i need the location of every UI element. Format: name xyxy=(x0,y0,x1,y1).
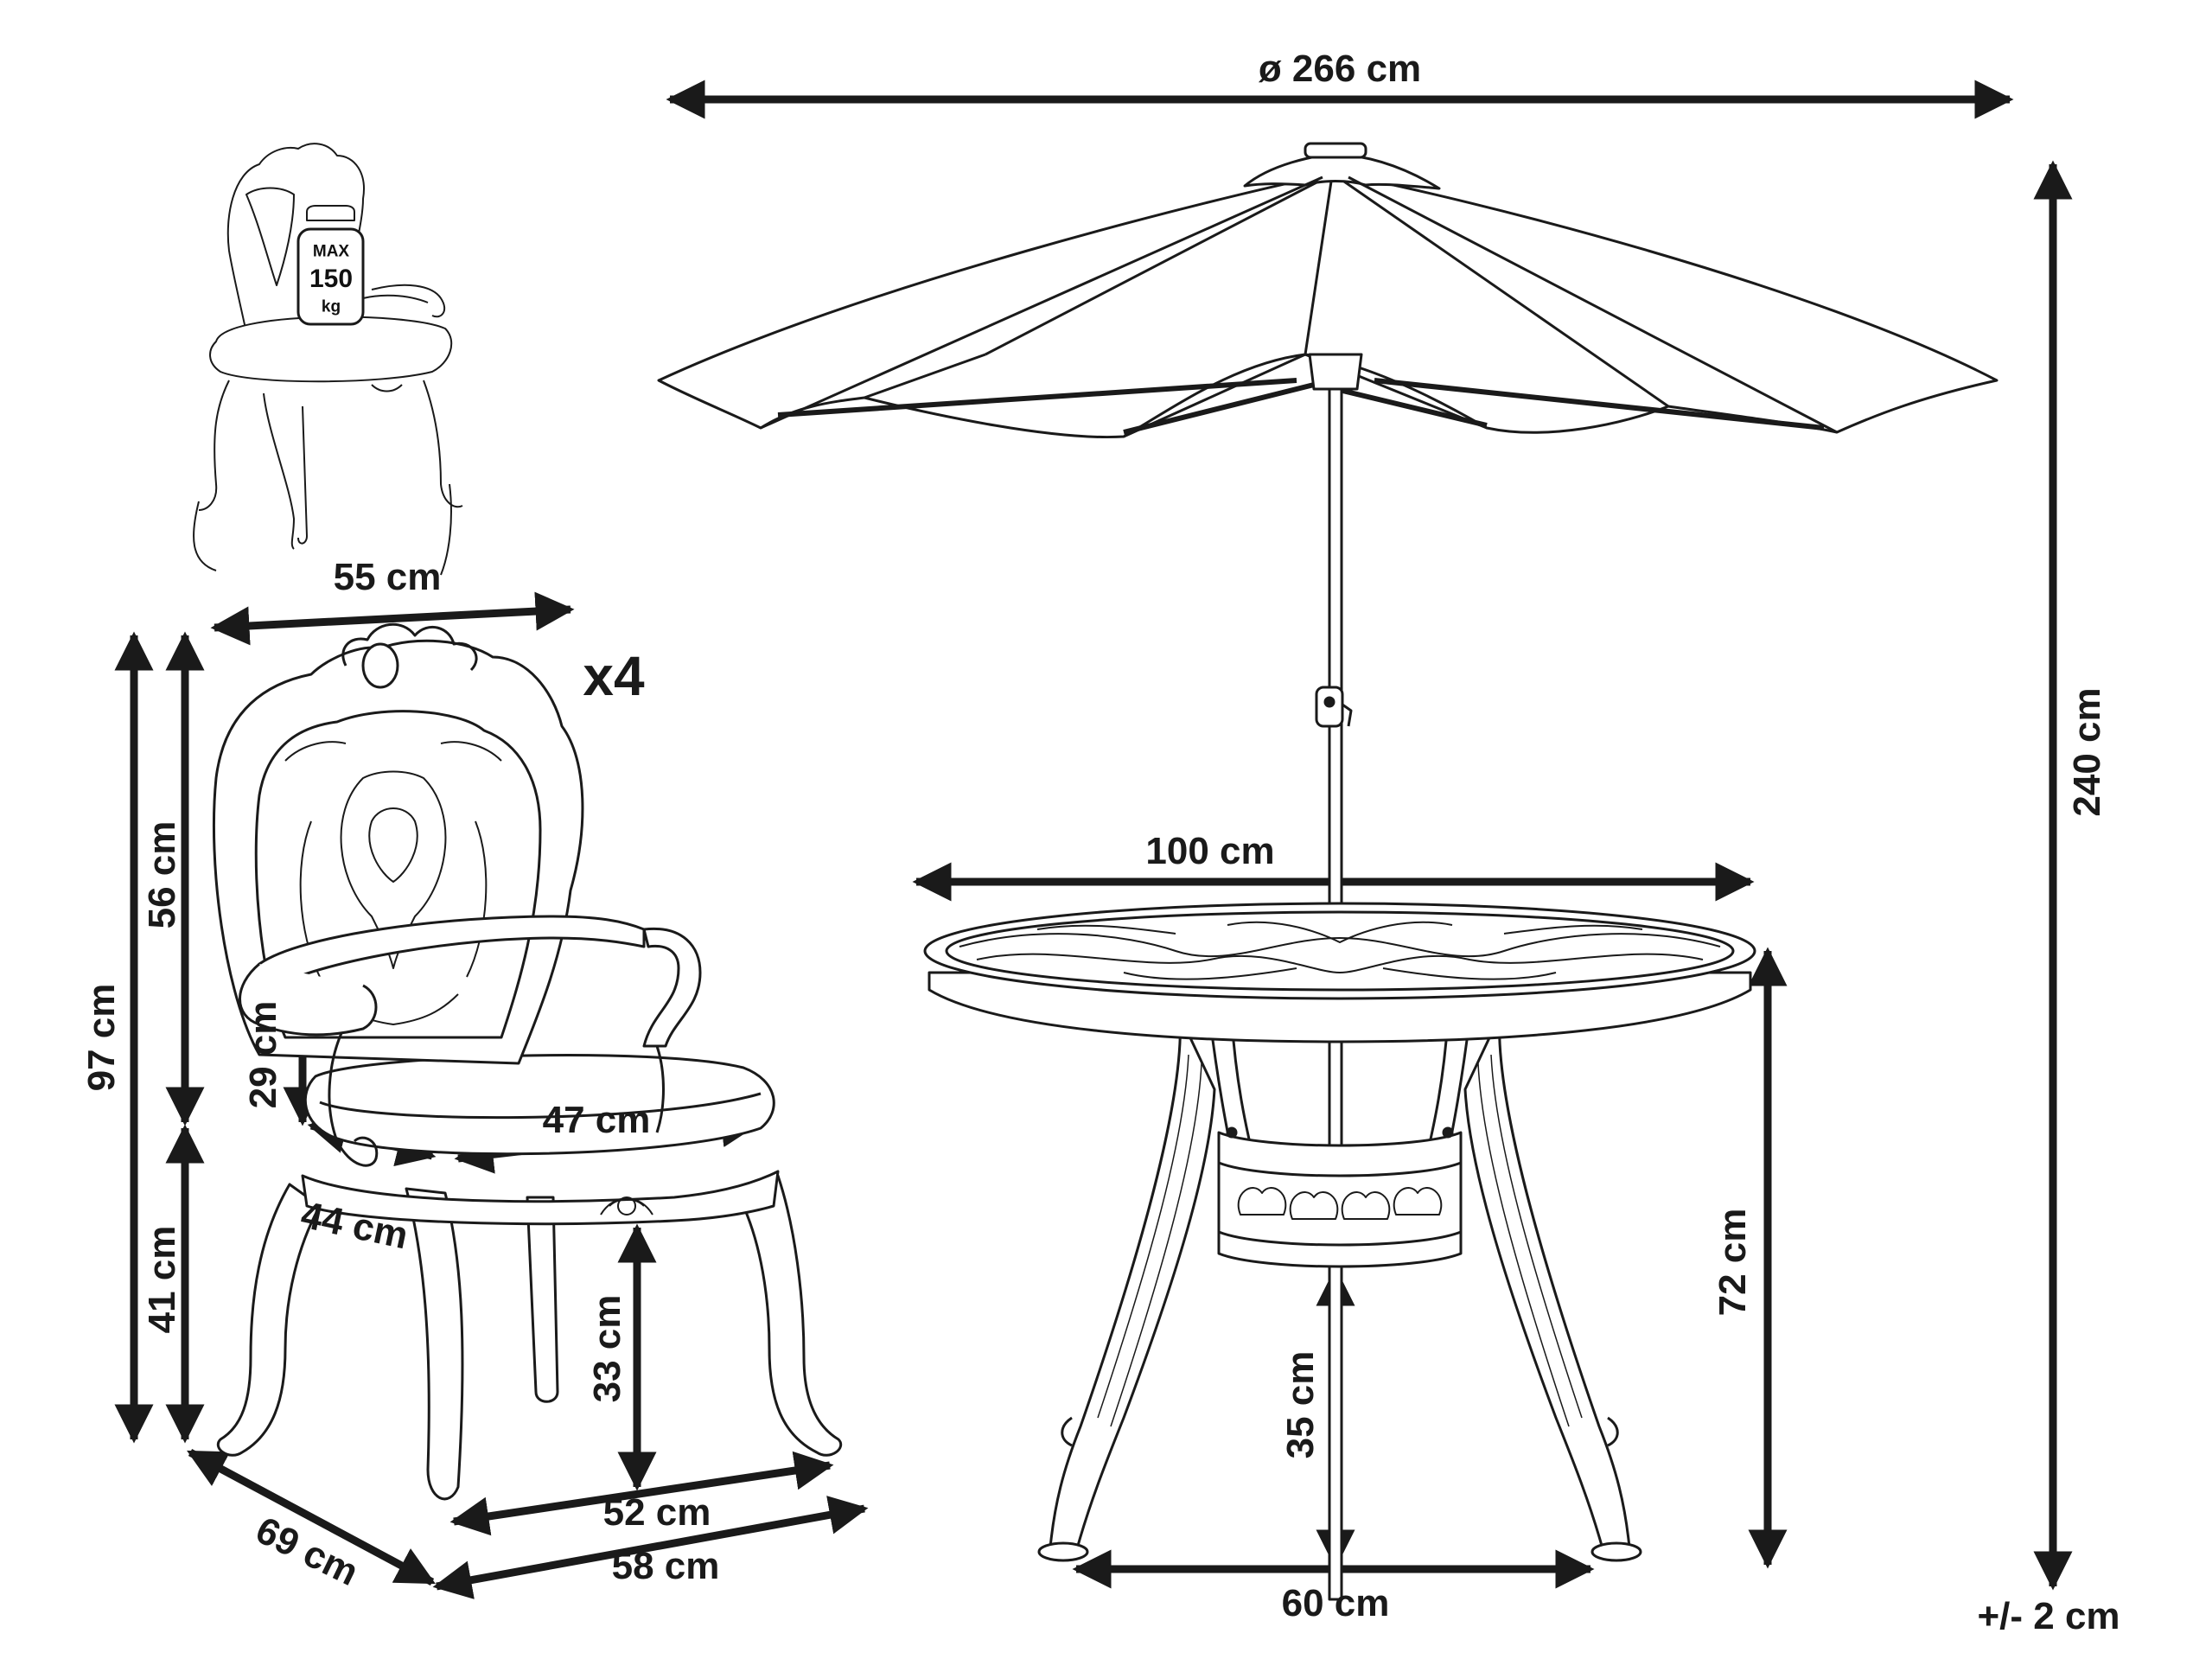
umbrella-drawing xyxy=(657,142,1998,1601)
base-width-label: 58 cm xyxy=(611,1545,720,1587)
under-seat-height-label: 33 cm xyxy=(586,1294,628,1403)
table-drawing xyxy=(923,902,1756,1562)
chair-total-height-label: 97 cm xyxy=(80,983,123,1092)
chair-drawing xyxy=(212,622,842,1501)
quantity-label: x4 xyxy=(583,645,645,707)
seat-height-label: 41 cm xyxy=(141,1225,183,1334)
table-height-label: 72 cm xyxy=(1712,1208,1754,1317)
chair-width-label: 55 cm xyxy=(333,556,442,598)
max-load-label: MAX xyxy=(312,242,350,261)
tolerance-label: +/- 2 cm xyxy=(1977,1595,2120,1637)
max-load-unit: kg xyxy=(321,297,341,316)
chair-depth-arrow xyxy=(187,1449,436,1586)
seat-width-label: 47 cm xyxy=(542,1099,651,1141)
armrest-height-label: 29 cm xyxy=(242,1000,284,1109)
table-base-width-label: 60 cm xyxy=(1281,1582,1390,1624)
backrest-height-label: 56 cm xyxy=(141,820,183,929)
total-height-label: 240 cm xyxy=(2066,687,2108,817)
base-width-arrow xyxy=(432,1496,869,1599)
front-width-label: 52 cm xyxy=(602,1491,711,1534)
umbrella-diameter-label: ø 266 cm xyxy=(1258,48,1422,90)
chair-width-arrow xyxy=(210,591,575,646)
under-table-height-label: 35 cm xyxy=(1279,1350,1322,1459)
table-diameter-label: 100 cm xyxy=(1145,830,1275,872)
small-chair-icon xyxy=(193,143,463,576)
max-load-value: 150 xyxy=(309,265,354,293)
max-load-badge-outline xyxy=(306,205,355,221)
